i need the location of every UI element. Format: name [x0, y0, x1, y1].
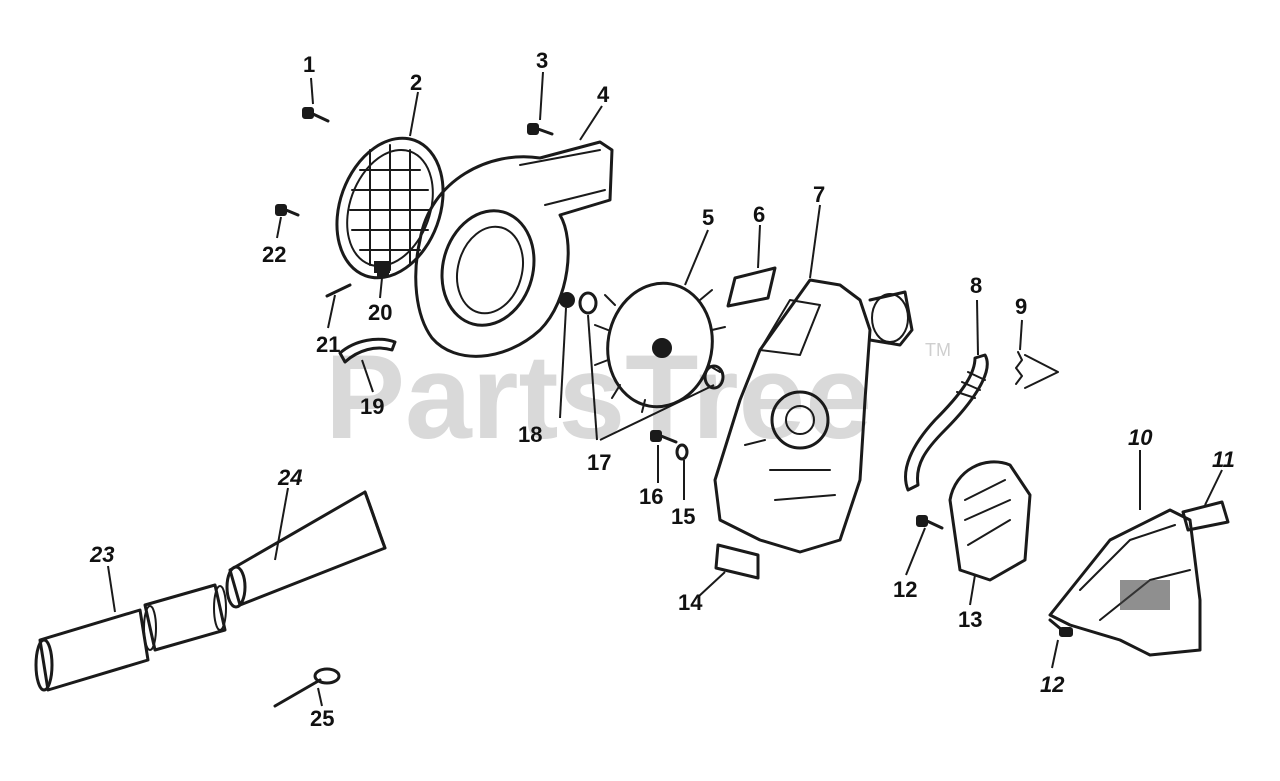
callout-3: 3	[536, 48, 548, 73]
part-18-nut[interactable]	[559, 292, 575, 308]
callout-1: 1	[303, 52, 315, 77]
part-8-handle[interactable]	[904, 353, 989, 492]
callout-4: 4	[597, 82, 610, 107]
part-15-washer[interactable]	[675, 443, 689, 461]
callout-numbers: 1 2 3 4 5 6 7 8 9 10 11 12 13 14 15 16 1…	[89, 48, 1235, 731]
part-25-key[interactable]	[273, 667, 341, 708]
part-12-screw-a[interactable]	[916, 515, 944, 530]
callout-15: 15	[671, 504, 695, 529]
callout-7: 7	[813, 182, 825, 207]
part-20-clip[interactable]	[377, 261, 389, 277]
watermark-text: PartsTree	[325, 330, 872, 464]
callout-8: 8	[970, 273, 982, 298]
part-23-blower-tube[interactable]	[34, 583, 227, 692]
part-16-screw[interactable]	[650, 430, 678, 444]
part-22-screw[interactable]	[275, 204, 300, 217]
part-5-fan-impeller[interactable]	[594, 275, 726, 415]
callout-12a: 12	[893, 577, 917, 602]
callout-24: 24	[277, 465, 302, 490]
callout-13: 13	[958, 607, 982, 632]
part-14-label[interactable]	[714, 543, 760, 580]
part-2-intake-grille[interactable]	[318, 123, 461, 293]
part-4-blower-housing[interactable]	[414, 140, 614, 358]
callout-18: 18	[518, 422, 542, 447]
part-6-label[interactable]	[726, 266, 777, 308]
part-3-screw[interactable]	[527, 123, 554, 136]
part-10-handle-cover[interactable]	[1048, 508, 1202, 657]
part-13-side-cover[interactable]	[948, 460, 1032, 582]
callout-14: 14	[678, 590, 703, 615]
callout-21: 21	[316, 332, 340, 357]
callout-5: 5	[702, 205, 714, 230]
callout-19: 19	[360, 394, 384, 419]
part-17-washer[interactable]	[578, 291, 725, 390]
callout-23: 23	[89, 542, 114, 567]
callout-10: 10	[1128, 425, 1153, 450]
callout-11: 11	[1212, 447, 1235, 472]
part-12-screw-b[interactable]	[1048, 618, 1073, 637]
callout-6: 6	[753, 202, 765, 227]
part-9-spring[interactable]	[1015, 351, 1059, 389]
part-24-nozzle[interactable]	[225, 490, 387, 609]
callout-16: 16	[639, 484, 663, 509]
part-19-seal[interactable]	[338, 337, 397, 364]
part-1-screw[interactable]	[302, 107, 330, 123]
callout-9: 9	[1015, 294, 1027, 319]
watermark-trademark: TM	[925, 340, 951, 360]
part-7-main-housing[interactable]	[713, 278, 914, 554]
part-11-label[interactable]	[1181, 500, 1230, 532]
callout-20: 20	[368, 300, 392, 325]
callout-22: 22	[262, 242, 286, 267]
callout-12b: 12	[1040, 672, 1065, 697]
leader-lines	[107, 71, 1223, 707]
callout-17: 17	[587, 450, 611, 475]
callout-25: 25	[310, 706, 334, 731]
callout-2: 2	[410, 70, 422, 95]
part-21-pin[interactable]	[325, 283, 352, 298]
